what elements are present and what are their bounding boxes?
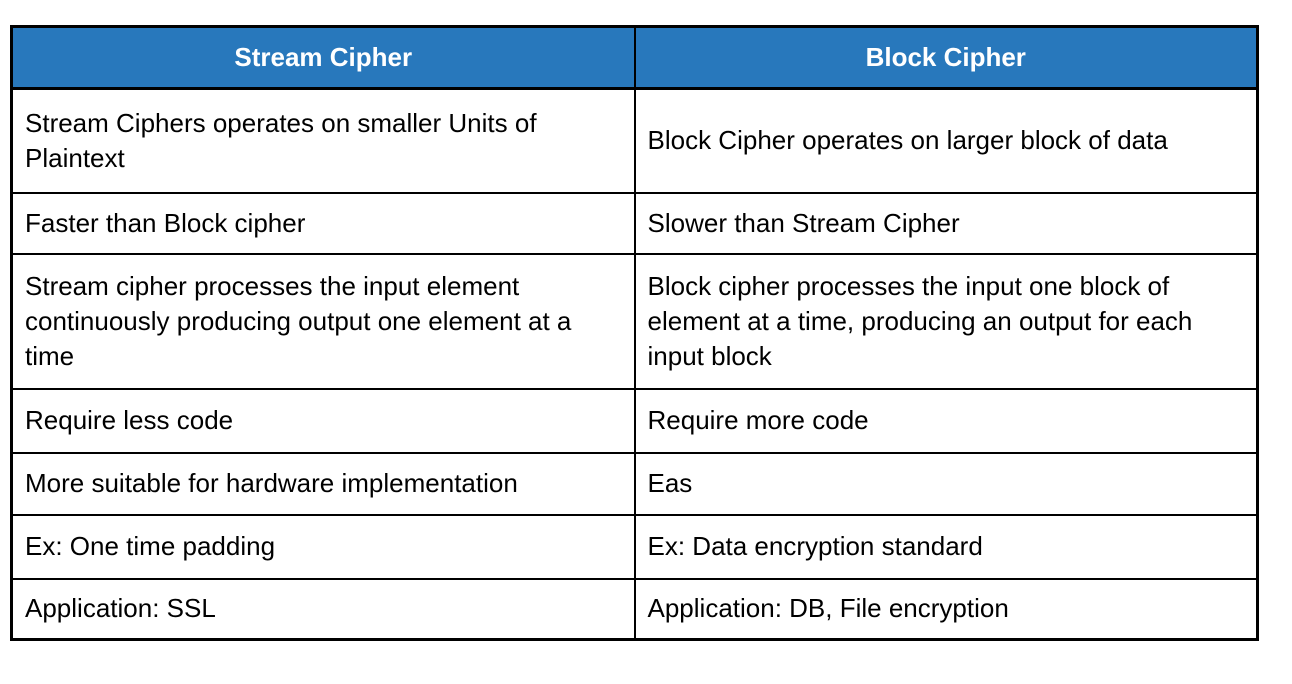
table-cell-block: Require more code [633,387,1259,454]
table-cell-block: Application: DB, File encryption [633,577,1259,641]
cipher-comparison-table: Stream Cipher Block Cipher Stream Cipher… [10,25,1259,641]
table-cell-stream: Ex: One time padding [10,513,636,580]
table-cell-stream: Faster than Block cipher [10,191,636,255]
column-header-stream-cipher: Stream Cipher [10,25,636,90]
table-cell-block: Ex: Data encryption standard [633,513,1259,580]
table-body: Stream Ciphers operates on smaller Units… [10,87,1259,641]
table-row: Application: SSL Application: DB, File e… [10,577,1259,641]
table-cell-stream: Require less code [10,387,636,454]
table-row: Stream cipher processes the input elemen… [10,252,1259,390]
table-cell-block: Block Cipher operates on larger block of… [633,87,1259,194]
table-row: Ex: One time padding Ex: Data encryption… [10,513,1259,580]
table-cell-stream: Stream cipher processes the input elemen… [10,252,636,390]
table-cell-block: Slower than Stream Cipher [633,191,1259,255]
table-cell-block: Block cipher processes the input one blo… [633,252,1259,390]
column-header-block-cipher: Block Cipher [633,25,1259,90]
table-row: More suitable for hardware implementatio… [10,451,1259,516]
table-cell-stream: More suitable for hardware implementatio… [10,451,636,516]
table-row: Require less code Require more code [10,387,1259,454]
table-cell-stream: Application: SSL [10,577,636,641]
table-head: Stream Cipher Block Cipher [10,25,1259,90]
table-header-row: Stream Cipher Block Cipher [10,25,1259,90]
table-cell-stream: Stream Ciphers operates on smaller Units… [10,87,636,194]
table-cell-block: Eas [633,451,1259,516]
table-row: Faster than Block cipher Slower than Str… [10,191,1259,255]
table-row: Stream Ciphers operates on smaller Units… [10,87,1259,194]
